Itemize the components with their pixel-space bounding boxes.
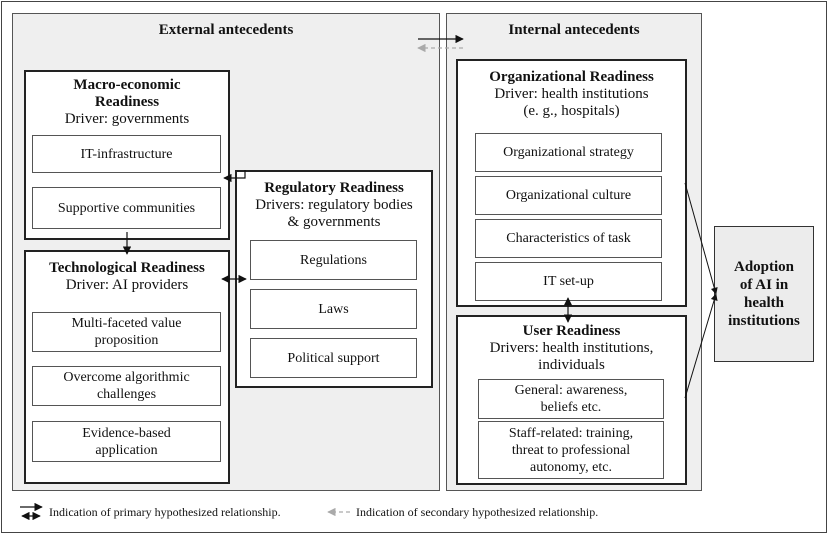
item-organizational-culture: Organizational culture <box>475 176 662 215</box>
macro-economic-title-line2: Readiness <box>94 94 160 110</box>
arrow-regulatory-to-macro <box>223 170 246 183</box>
item-label: Laws <box>318 301 349 317</box>
adoption-line2: of AI in <box>739 277 789 293</box>
adoption-line4: institutions <box>728 313 800 329</box>
adoption-line1: Adoption <box>733 259 795 275</box>
item-label-line1: General: awareness, <box>514 383 628 398</box>
item-evidence-based-application: Evidence-based application <box>32 421 221 462</box>
user-driver-line2: individuals <box>538 357 605 373</box>
regulatory-driver-line1: Drivers: regulatory bodies <box>255 197 413 213</box>
item-label-line1: Multi-faceted value <box>71 316 182 331</box>
item-label: Organizational strategy <box>503 145 634 160</box>
organizational-title: Organizational Readiness <box>489 69 654 85</box>
item-label-line2: beliefs etc. <box>540 400 602 415</box>
legend-secondary-text: Indication of secondary hypothesized rel… <box>356 505 599 519</box>
macro-economic-driver: Driver: governments <box>64 111 190 127</box>
item-value-proposition: Multi-faceted value proposition <box>32 312 221 352</box>
item-supportive-communities: Supportive communities <box>32 187 221 229</box>
item-label-line2: proposition <box>94 333 159 348</box>
item-algorithmic-challenges: Overcome algorithmic challenges <box>32 366 221 406</box>
item-label: Organizational culture <box>505 188 632 203</box>
item-political-support: Political support <box>250 338 417 378</box>
item-label: Supportive communities <box>57 200 196 216</box>
technological-title: Technological Readiness <box>49 260 205 276</box>
item-label-line1: Staff-related: training, <box>508 425 634 441</box>
item-staff-related: Staff-related: training, threat to profe… <box>478 421 664 479</box>
external-antecedents-title: External antecedents <box>158 22 294 38</box>
item-laws: Laws <box>250 289 417 329</box>
item-label: Political support <box>287 350 380 366</box>
item-organizational-strategy: Organizational strategy <box>475 133 662 172</box>
organizational-driver-line1: Driver: health institutions <box>494 86 649 102</box>
item-label-line2: application <box>95 442 158 458</box>
item-label-line1: Evidence-based <box>82 425 171 441</box>
technological-driver: Driver: AI providers <box>65 277 189 293</box>
item-label: Regulations <box>300 252 367 268</box>
item-it-set-up: IT set-up <box>475 262 662 301</box>
item-label-line2: challenges <box>96 387 157 402</box>
user-title: User Readiness <box>522 323 621 339</box>
item-label: IT set-up <box>543 274 594 289</box>
organizational-driver-line2: (e. g., hospitals) <box>523 103 620 119</box>
item-regulations: Regulations <box>250 240 417 280</box>
item-characteristics-of-task: Characteristics of task <box>475 219 662 258</box>
item-general-awareness: General: awareness, beliefs etc. <box>478 379 664 419</box>
adoption-of-ai-box: Adoption of AI in health institutions <box>714 226 814 362</box>
legend-primary-text: Indication of primary hypothesized relat… <box>49 505 281 519</box>
item-label: IT-infrastructure <box>80 146 173 162</box>
user-driver-line1: Drivers: health institutions, <box>489 340 654 356</box>
regulatory-title: Regulatory Readiness <box>264 180 404 196</box>
item-label-line1: Overcome algorithmic <box>63 370 190 385</box>
internal-antecedents-title: Internal antecedents <box>508 22 640 38</box>
item-it-infrastructure: IT-infrastructure <box>32 135 221 173</box>
adoption-line3: health <box>743 295 784 311</box>
item-label-line3: autonomy, etc. <box>530 459 612 475</box>
regulatory-driver-line2: & governments <box>287 214 381 230</box>
item-label-line2: threat to professional <box>511 442 631 458</box>
item-label: Characteristics of task <box>506 231 631 246</box>
macro-economic-title-line1: Macro-economic <box>73 77 181 93</box>
arrow-user-to-adoption <box>684 293 718 399</box>
arrow-org-to-adoption <box>684 182 718 295</box>
